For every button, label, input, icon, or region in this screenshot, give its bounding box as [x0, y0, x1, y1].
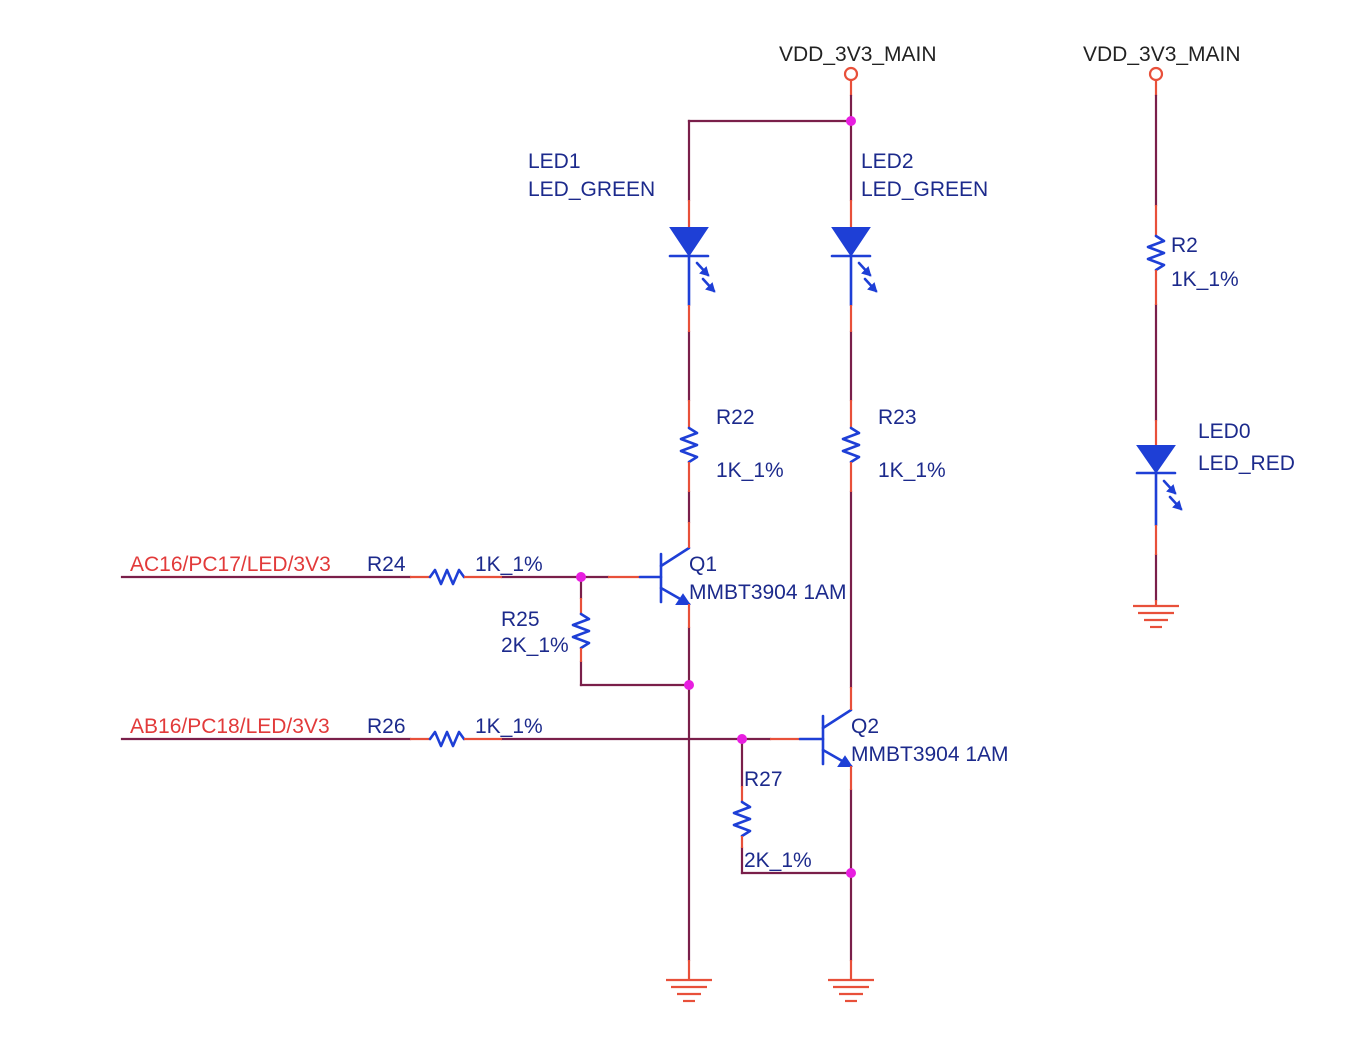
led1-symbol: LED1 LED_GREEN [528, 150, 716, 332]
junction-dot [684, 680, 694, 690]
led0-value: LED_RED [1198, 452, 1295, 475]
light-emission-icon [695, 261, 716, 293]
resistor-r2: R2 1K_1% [1146, 205, 1239, 305]
r26-value: 1K_1% [475, 715, 543, 738]
transistor-q2: Q2 MMBT3904 1AM [770, 687, 1009, 790]
resistor-r26: R26 1K_1% [367, 715, 543, 748]
net-label-input2: AB16/PC18/LED/3V3 [130, 715, 330, 738]
resistor-r27: R27 2K_1% [732, 768, 812, 872]
r26-ref: R26 [367, 715, 406, 738]
junction-dot [737, 734, 747, 744]
q2-ref: Q2 [851, 715, 879, 738]
resistor-r23: R23 1K_1% [841, 400, 946, 492]
resistor-r24: R24 1K_1% [367, 553, 543, 586]
r22-ref: R22 [716, 406, 755, 429]
r27-value: 2K_1% [744, 849, 812, 872]
r25-value: 2K_1% [501, 634, 569, 657]
q1-value: MMBT3904 1AM [689, 581, 847, 604]
r27-ref: R27 [744, 768, 783, 791]
led2-ref: LED2 [861, 150, 914, 173]
led2-symbol: LED2 LED_GREEN [830, 150, 988, 332]
transistor-q1: Q1 MMBT3904 1AM [608, 522, 847, 628]
q2-value: MMBT3904 1AM [851, 743, 1009, 766]
r25-ref: R25 [501, 608, 540, 631]
q1-ref: Q1 [689, 553, 717, 576]
r24-ref: R24 [367, 553, 406, 576]
r2-value: 1K_1% [1171, 268, 1239, 291]
led0-symbol: LED0 LED_RED [1135, 420, 1295, 555]
power-label-right: VDD_3V3_MAIN [1083, 43, 1241, 66]
ground-symbol [828, 960, 874, 1003]
r23-ref: R23 [878, 406, 917, 429]
ground-symbol [1133, 600, 1179, 629]
junction-dot [846, 868, 856, 878]
r22-value: 1K_1% [716, 459, 784, 482]
led1-ref: LED1 [528, 150, 581, 173]
wires [120, 94, 1158, 962]
light-emission-icon [1162, 479, 1183, 511]
led0-ref: LED0 [1198, 420, 1251, 443]
light-emission-icon [857, 261, 878, 293]
net-label-input1: AC16/PC17/LED/3V3 [130, 553, 331, 576]
led1-value: LED_GREEN [528, 178, 655, 201]
resistor-r25: R25 2K_1% [501, 598, 591, 662]
r24-value: 1K_1% [475, 553, 543, 576]
resistor-r22: R22 1K_1% [679, 400, 784, 492]
junction-dot [576, 572, 586, 582]
junctions [576, 116, 856, 878]
r23-value: 1K_1% [878, 459, 946, 482]
ground-symbol [666, 960, 712, 1003]
power-symbol-left: VDD_3V3_MAIN [779, 43, 937, 96]
r2-ref: R2 [1171, 234, 1198, 257]
junction-dot [846, 116, 856, 126]
power-symbol-right: VDD_3V3_MAIN [1083, 43, 1241, 96]
led2-value: LED_GREEN [861, 178, 988, 201]
power-label-left: VDD_3V3_MAIN [779, 43, 937, 66]
